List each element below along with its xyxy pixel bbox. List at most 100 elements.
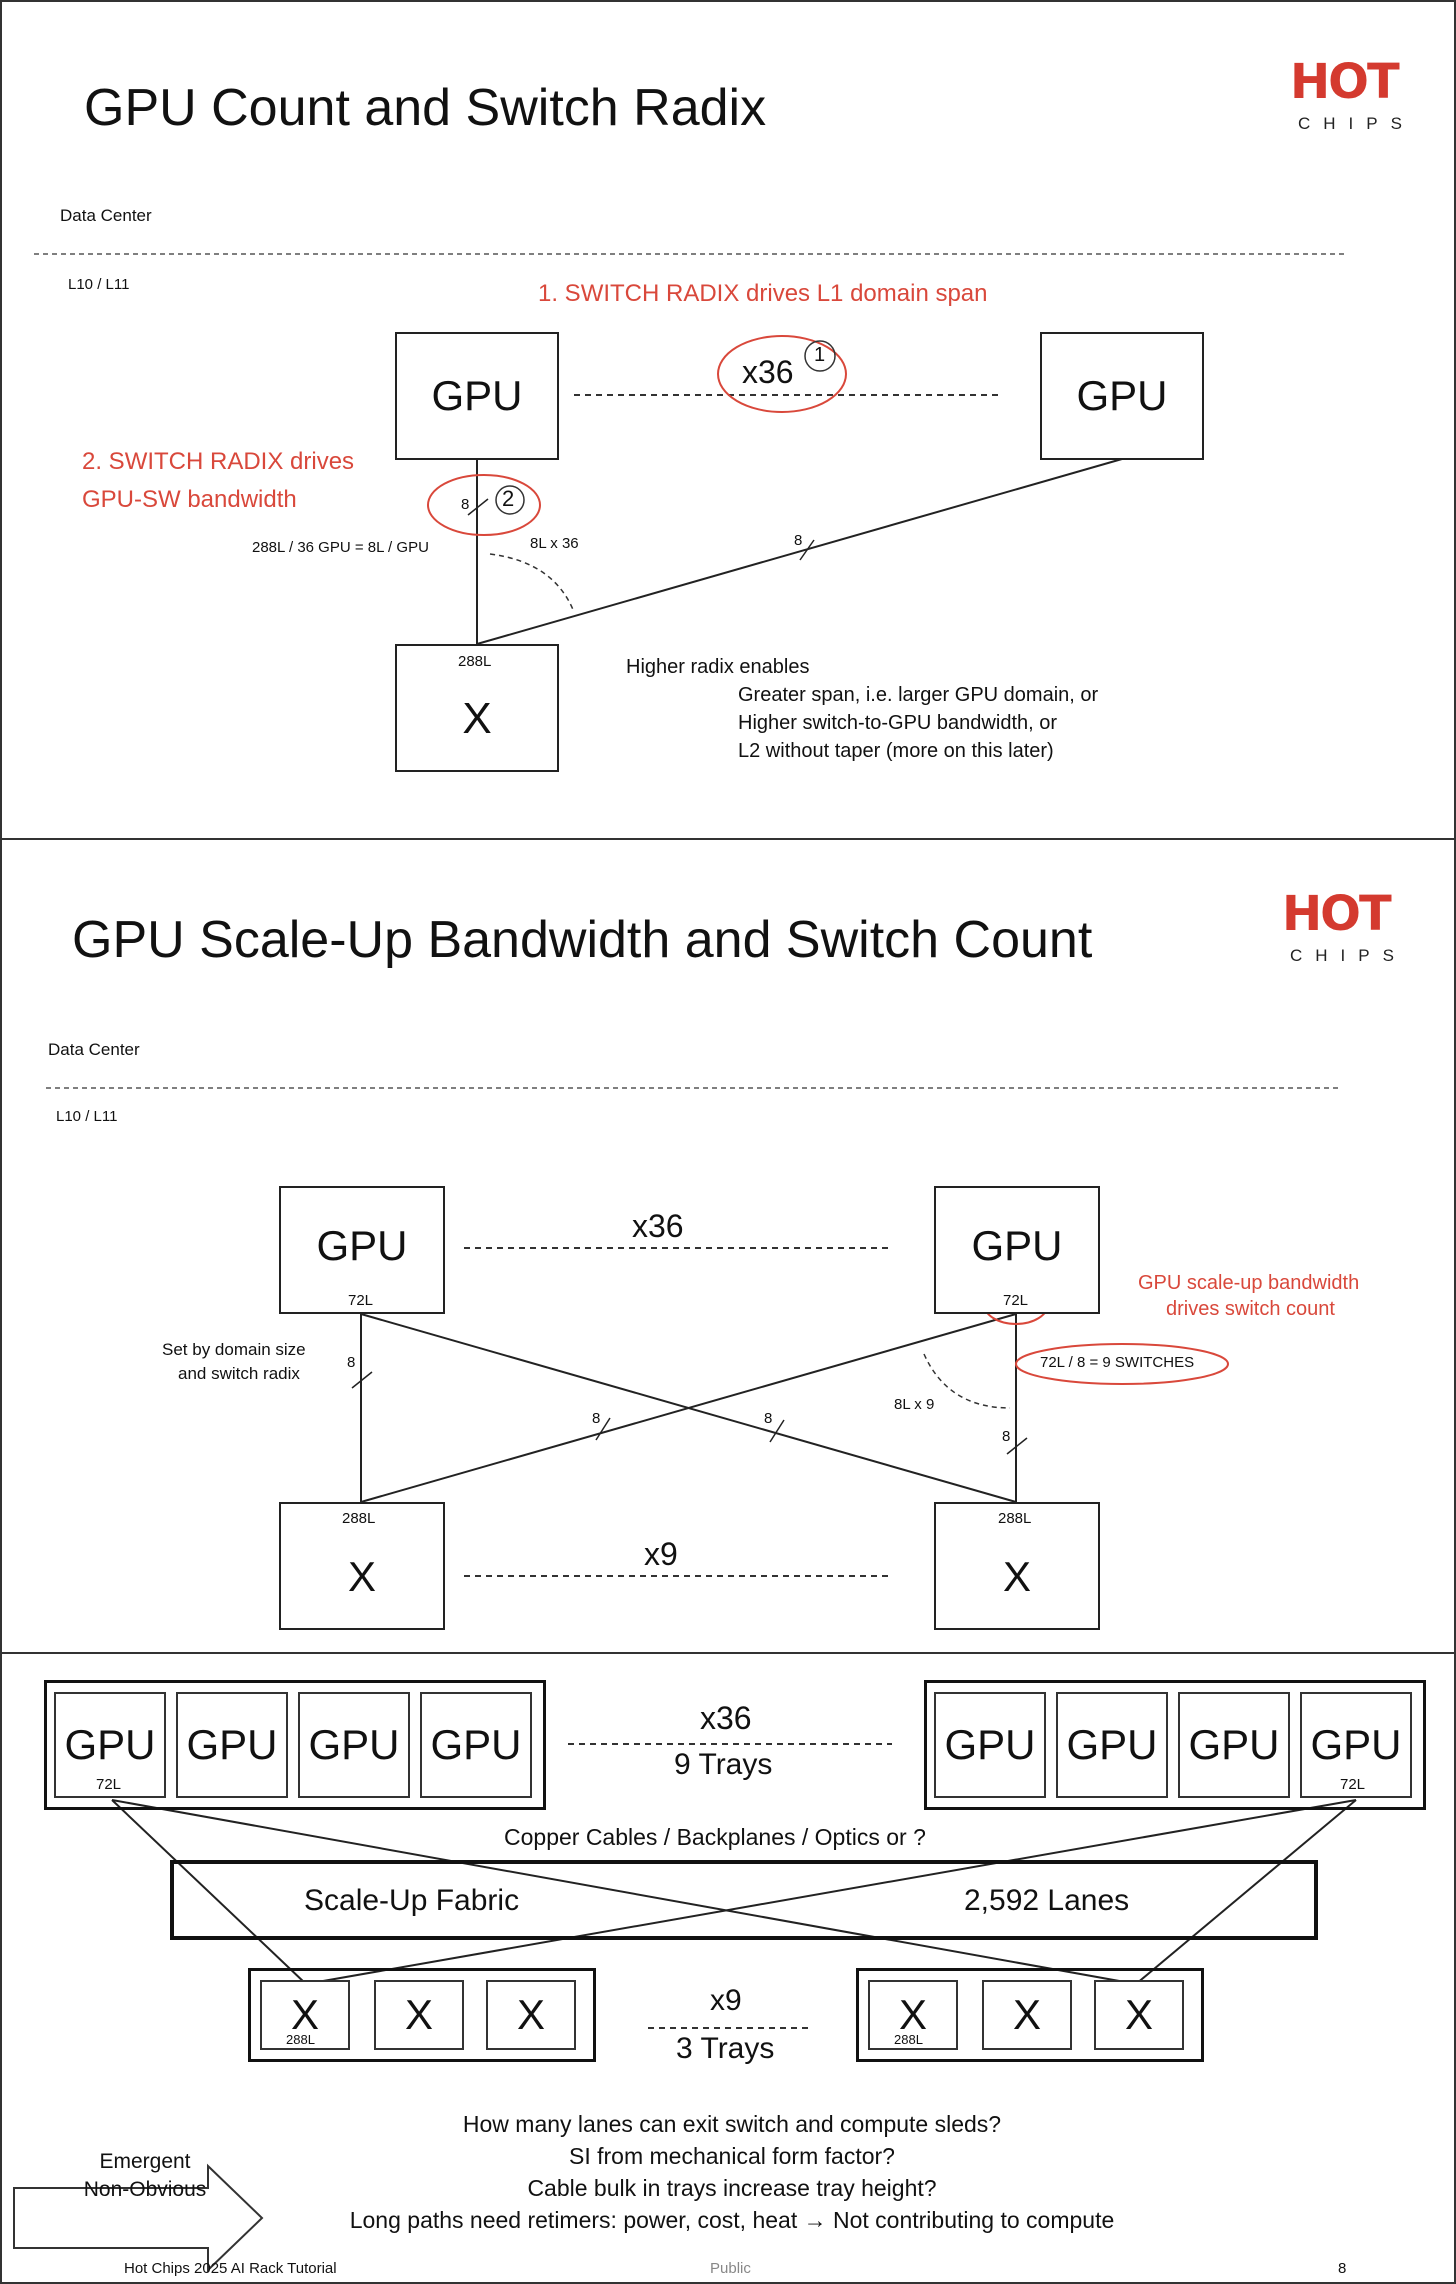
- gpu-switch-diagonal-link: [476, 458, 1123, 645]
- cross-link-up: [360, 1313, 1017, 1503]
- switch-cell-3: X: [486, 1980, 576, 2050]
- gpu-tray-count: 9 Trays: [674, 1748, 773, 1781]
- data-center-label: Data Center: [48, 1040, 140, 1059]
- switch-cell-2: X: [374, 1980, 464, 2050]
- logo-word: HOT: [1290, 54, 1400, 110]
- switch-cell-5: X: [982, 1980, 1072, 2050]
- gpu-cell-4: GPU: [420, 1692, 532, 1798]
- gpu-label: GPU: [308, 1721, 400, 1768]
- gpu-multiplier: x36: [742, 354, 794, 390]
- set-by-line2: and switch radix: [178, 1364, 300, 1383]
- gpu-tray-multiplier: x36: [700, 1700, 752, 1736]
- link-tick-left: [467, 498, 489, 516]
- slide-title: GPU Count and Switch Radix: [84, 79, 767, 137]
- lanes-per-gpu-calc: 288L / 36 GPU = 8L / GPU: [252, 539, 429, 556]
- scale-up-fabric-box: [170, 1860, 1318, 1940]
- fabric-lanes: 2,592 Lanes: [964, 1884, 1130, 1917]
- gpu-box-left: GPU: [395, 332, 559, 460]
- gpu-left-cross-link: [111, 1799, 1137, 1985]
- marker-2-circle: [495, 485, 525, 515]
- gpu-box-left: GPU: [279, 1186, 445, 1314]
- switch-box: X: [395, 644, 559, 772]
- point-2-line2: GPU-SW bandwidth: [82, 486, 297, 513]
- note-line1: GPU scale-up bandwidth: [1138, 1272, 1360, 1294]
- note-item-1: Greater span, i.e. larger GPU domain, or: [738, 684, 1099, 706]
- logo-word: HOT: [1282, 886, 1392, 942]
- footer-page: 8: [1338, 2260, 1347, 2277]
- questions-list: How many lanes can exit switch and compu…: [252, 2108, 1212, 2236]
- logo-sub: CHIPS: [1298, 114, 1415, 133]
- x36-highlight-circle: [717, 335, 847, 413]
- gpu-label: GPU: [1310, 1721, 1402, 1768]
- slide-title: GPU Scale-Up Bandwidth and Switch Count: [72, 911, 1093, 969]
- note-item-2: Higher switch-to-GPU bandwidth, or: [738, 712, 1058, 734]
- point-1-label: 1. SWITCH RADIX drives L1 domain span: [538, 280, 988, 307]
- note-line2: drives switch count: [1166, 1298, 1335, 1320]
- link-count-2: 8: [592, 1410, 601, 1427]
- gpu-label: GPU: [1066, 1721, 1158, 1768]
- gpu-lanes-right: 72L: [1340, 1776, 1366, 1793]
- switch-cell-4: X: [868, 1980, 958, 2050]
- switch-left-label: X: [347, 1553, 376, 1600]
- gpu-label: GPU: [1188, 1721, 1280, 1768]
- gpu-cell-1: GPU: [54, 1692, 166, 1798]
- switch-lanes-right: 288L: [998, 1510, 1032, 1527]
- gpu-box-right: GPU: [1040, 332, 1204, 460]
- switch-box-left: X: [279, 1502, 445, 1630]
- switch-multiplier: x9: [644, 1536, 678, 1572]
- switch-count-formula: 72L / 8 = 9 SWITCHES: [1040, 1354, 1195, 1371]
- switch-label: X: [1012, 1991, 1041, 2038]
- level-label: L10 / L11: [56, 1108, 118, 1125]
- gpu-cell-3: GPU: [298, 1692, 410, 1798]
- marker-1-number: 1: [814, 344, 826, 366]
- gpu-right-label: GPU: [971, 1222, 1063, 1269]
- switch-label: X: [462, 694, 492, 743]
- gpu-cell-8: GPU: [1300, 1692, 1412, 1798]
- gpu-right-cross-link: [305, 1799, 1357, 1985]
- slide-gpu-count-switch-radix: GPU Count and Switch Radix HOT CHIPS Dat…: [0, 0, 1456, 840]
- fabric-label: Scale-Up Fabric: [304, 1884, 520, 1917]
- link-count-right: 8: [794, 532, 803, 549]
- switch-label: X: [898, 1991, 927, 2038]
- link-count-4: 8: [1002, 1428, 1011, 1445]
- tick-mid-right: [769, 1419, 785, 1443]
- switch-right-label: X: [1002, 1553, 1031, 1600]
- point-2-line1: 2. SWITCH RADIX drives: [82, 448, 355, 475]
- link-count-left: 8: [461, 496, 470, 513]
- question-4: Long paths need retimers: power, cost, h…: [349, 2207, 1115, 2233]
- switch-lanes-left: 288L: [286, 2032, 315, 2047]
- switch-cell-6: X: [1094, 1980, 1184, 2050]
- switch-lanes-label: 288L: [458, 653, 492, 670]
- question-3: Cable bulk in trays increase tray height…: [527, 2175, 937, 2201]
- slide-scale-up-fabric: GPU GPU GPU GPU 72L GPU GPU GPU GPU 72L …: [0, 1652, 1456, 2284]
- emergent-arrow-label: Emergent Non-Obvious: [42, 2148, 248, 2204]
- gpu-tray-right: [924, 1680, 1426, 1810]
- gpu-multiplier: x36: [632, 1208, 684, 1244]
- gpu-label: GPU: [186, 1721, 278, 1768]
- slide2-connectors: [46, 1087, 1340, 1577]
- gpu-lanes-left: 72L: [348, 1292, 374, 1309]
- question-1: How many lanes can exit switch and compu…: [462, 2111, 1002, 2137]
- switch-cell-1: X: [260, 1980, 350, 2050]
- switch-tray-count: 3 Trays: [676, 2032, 775, 2065]
- footer-left: Hot Chips 2025 AI Rack Tutorial: [124, 2260, 337, 2277]
- gpu-right-down-link: [1135, 1799, 1357, 1985]
- tick-mid-left: [595, 1417, 611, 1441]
- slide1-connectors: [34, 253, 1348, 682]
- note-item-3: L2 without taper (more on this later): [738, 740, 1054, 762]
- switch-count-highlight: [1015, 1343, 1229, 1385]
- gpu-lanes-left: 72L: [96, 1776, 122, 1793]
- note-title: Higher radix enables: [626, 656, 810, 678]
- link-count-1: 8: [347, 1354, 356, 1371]
- slide-gpu-scale-up-bandwidth: GPU Scale-Up Bandwidth and Switch Count …: [0, 838, 1456, 1654]
- gpu-label: GPU: [944, 1721, 1036, 1768]
- level-label: L10 / L11: [68, 276, 130, 293]
- gpu-label: GPU: [64, 1721, 156, 1768]
- switch-lanes-right: 288L: [894, 2032, 923, 2047]
- gpu-lanes-right: 72L: [1003, 1292, 1029, 1309]
- lanes-formula: 8L x 9: [894, 1396, 935, 1413]
- gpu-cell-7: GPU: [1178, 1692, 1290, 1798]
- angle-dashed-arc: [489, 553, 575, 613]
- cables-label: Copper Cables / Backplanes / Optics or ?: [504, 1824, 926, 1850]
- switch-label: X: [516, 1991, 545, 2038]
